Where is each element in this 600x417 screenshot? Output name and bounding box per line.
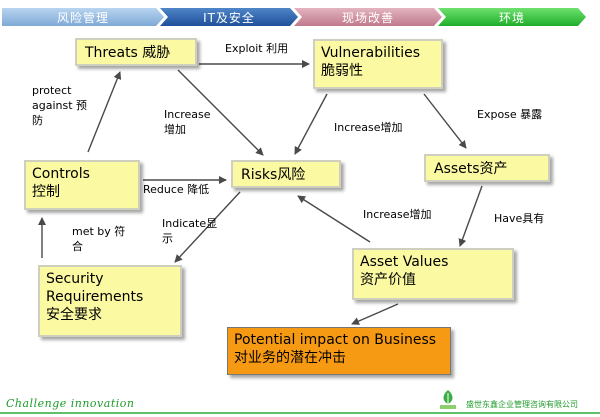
arrow-controls-to-threats: [87, 71, 122, 153]
footer-company-name: 盛世东鑫企业管理咨询有限公司: [466, 400, 578, 409]
tab-site-improvement[interactable]: 现场改善: [294, 8, 442, 26]
edge-label-have: Have具有: [494, 212, 545, 225]
footer-slogan: Challenge innovation: [6, 397, 135, 410]
company-logo-icon: [440, 390, 456, 409]
node-label-en-line1: Security: [46, 271, 104, 287]
node-threats: Threats 威胁: [75, 38, 197, 66]
edge-label-protect-against: protect against 预防: [32, 84, 88, 127]
node-label-cn: 控制: [32, 184, 60, 200]
tab-label: 现场改善: [341, 10, 394, 25]
node-label: Threats 威胁: [85, 45, 171, 61]
edge-label-indicate: Indicate显示: [162, 217, 218, 245]
node-controls: Controls 控制: [24, 160, 140, 210]
edge-label-increase-asset-values: Increase增加: [363, 208, 432, 221]
node-label-cn: 对业务的潜在冲击: [234, 350, 346, 366]
node-security-requirements: Security Requirements 安全要求: [38, 265, 182, 337]
arrow-vulnerabilities-to-assets: [423, 93, 467, 149]
edge-label-increase-vulnerabilities: Increase增加: [334, 121, 403, 134]
node-label-en: Controls: [32, 166, 90, 182]
tab-label: IT及安全: [203, 10, 255, 25]
node-label-cn: 安全要求: [46, 307, 102, 323]
edge-label-increase-threats: Increase 增加: [164, 108, 211, 136]
top-navigation: 风险管理 IT及安全 现场改善 环境: [0, 8, 600, 26]
node-assets: Assets资产: [424, 154, 550, 182]
tab-label: 风险管理: [56, 10, 109, 25]
node-risks: Risks风险: [231, 160, 341, 188]
tab-it-security[interactable]: IT及安全: [160, 8, 298, 26]
tab-risk-management[interactable]: 风险管理: [2, 8, 164, 26]
arrow-asset-values-to-risks: [297, 195, 371, 243]
node-label-en: Vulnerabilities: [321, 45, 421, 61]
node-label-en: Potential impact on Business: [234, 332, 437, 348]
edge-label-met-by: met by 符合: [72, 225, 126, 253]
tab-environment[interactable]: 环境: [438, 8, 586, 26]
node-vulnerabilities: Vulnerabilities 脆弱性: [313, 39, 443, 89]
node-label-cn: 脆弱性: [321, 63, 363, 79]
node-label-en: Asset Values: [360, 254, 449, 270]
arrow-asset-values-to-impact: [351, 303, 399, 325]
node-label: Assets资产: [434, 161, 508, 177]
node-asset-values: Asset Values 资产价值: [352, 248, 514, 300]
arrow-assets-to-asset-values: [458, 185, 483, 247]
edge-label-reduce: Reduce 降低: [143, 183, 210, 196]
edge-label-exploit: Exploit 利用: [225, 42, 289, 55]
tab-label: 环境: [498, 10, 525, 25]
node-label-en-line2: Requirements: [46, 289, 144, 305]
arrow-vulnerabilities-to-risks: [294, 93, 328, 155]
footer-divider: [0, 412, 600, 414]
node-label-cn: 资产价值: [360, 272, 416, 288]
node-potential-impact: Potential impact on Business 对业务的潜在冲击: [227, 327, 451, 375]
node-label: Risks风险: [241, 167, 306, 183]
edge-label-expose: Expose 暴露: [477, 108, 543, 121]
